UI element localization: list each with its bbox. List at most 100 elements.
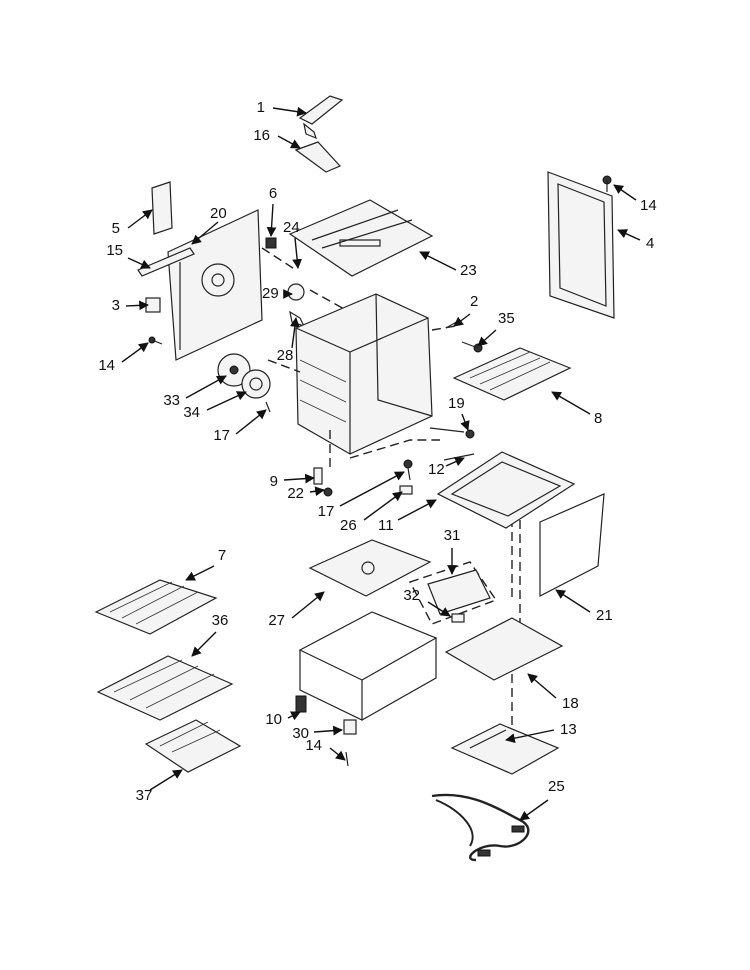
leader-arrow <box>287 711 301 721</box>
callout-p5: 5 <box>112 209 153 237</box>
leader-arrow <box>527 673 557 699</box>
leader-arrow <box>309 486 325 497</box>
callout-p2: 2 <box>453 293 478 327</box>
part-number-label: 37 <box>136 787 153 804</box>
leader-arrow <box>427 601 451 617</box>
leader-arrow <box>127 209 153 229</box>
callout-p3: 3 <box>112 297 149 314</box>
part-25-wire-harness <box>431 793 530 862</box>
leader-arrow <box>292 237 302 269</box>
part-14-screw-left <box>148 336 163 345</box>
part-10-leveler <box>295 695 307 713</box>
callout-p35: 35 <box>477 310 515 347</box>
part-17-screw-upper <box>265 401 271 413</box>
callout-p14a: 14 <box>98 342 149 374</box>
part-37-oven-rack <box>144 719 242 773</box>
callout-p17a: 17 <box>213 409 267 444</box>
part-number-label: 34 <box>183 404 200 421</box>
callout-p33: 33 <box>163 375 227 409</box>
callout-p12: 12 <box>428 457 465 478</box>
part-number-label: 12 <box>428 461 445 478</box>
part-number-label: 6 <box>269 185 277 202</box>
leader-arrow <box>419 251 457 271</box>
leader-arrow <box>505 729 555 743</box>
part-number-label: 19 <box>448 395 465 412</box>
leader-arrow <box>191 221 219 245</box>
callout-p36: 36 <box>191 612 229 657</box>
part-number-label: 2 <box>470 293 478 310</box>
part-number-label: 16 <box>253 127 270 144</box>
callout-p18: 18 <box>527 673 579 712</box>
callout-p14c: 14 <box>305 737 346 761</box>
part-number-label: 33 <box>163 392 180 409</box>
part-21-gasket <box>539 493 605 597</box>
part-number-label: 17 <box>213 427 230 444</box>
part-number-label: 23 <box>460 262 477 279</box>
part-number-label: 24 <box>283 219 300 236</box>
callout-p15: 15 <box>106 242 151 269</box>
part-11-oven-bottom <box>436 451 576 529</box>
part-7-oven-rack <box>94 579 218 635</box>
callout-p21: 21 <box>555 589 613 624</box>
part-1-bracket <box>298 95 344 140</box>
callout-p29: 29 <box>262 285 293 302</box>
part-32-clip <box>451 613 465 623</box>
callout-p25: 25 <box>519 778 565 821</box>
callout-p31: 31 <box>444 527 461 575</box>
part-number-label: 28 <box>277 347 294 364</box>
part-number-label: 36 <box>212 612 229 629</box>
part-number-label: 26 <box>340 517 357 534</box>
callout-p27: 27 <box>268 591 325 629</box>
part-number-label: 14 <box>98 357 115 374</box>
part-34-fan-cover <box>241 369 271 399</box>
part-number-label: 25 <box>548 778 565 795</box>
callout-p11: 11 <box>378 499 437 534</box>
part-number-label: 17 <box>318 503 335 520</box>
part-14-screw-bottom <box>345 751 349 767</box>
part-5-bracket <box>151 181 173 235</box>
part-number-label: 11 <box>378 517 394 534</box>
leader-arrow <box>313 725 343 736</box>
part-number-label: 3 <box>112 297 120 314</box>
leader-arrow <box>185 375 227 399</box>
part-15-rail <box>137 247 195 277</box>
leader-arrow <box>272 106 307 117</box>
part-23-top-plate <box>288 199 434 277</box>
leader-arrow <box>277 135 301 149</box>
callout-p20: 20 <box>191 205 227 245</box>
part-number-label: 18 <box>562 695 579 712</box>
part-number-label: 1 <box>257 99 265 116</box>
leader-arrow <box>519 799 549 821</box>
callout-p6: 6 <box>266 185 277 237</box>
part-12-rod <box>443 453 475 461</box>
leader-arrow <box>617 229 641 241</box>
oven-cavity <box>295 293 433 455</box>
part-number-label: 15 <box>106 242 123 259</box>
part-26-clip <box>399 485 413 495</box>
part-6-switch <box>265 237 277 249</box>
part-number-label: 22 <box>287 485 304 502</box>
leader-arrow <box>266 203 277 237</box>
leader-arrow <box>289 317 300 349</box>
part-36-oven-rack <box>96 655 234 721</box>
part-number-label: 29 <box>262 285 279 302</box>
part-number-label: 5 <box>112 220 120 237</box>
callout-p34: 34 <box>183 391 247 421</box>
leader-arrow <box>397 499 437 521</box>
leader-arrow <box>149 769 183 791</box>
part-number-label: 30 <box>292 725 309 742</box>
part-number-label: 4 <box>646 235 654 252</box>
callout-p7: 7 <box>185 547 226 581</box>
part-27-bottom-plate <box>308 539 432 597</box>
part-number-label: 9 <box>270 473 278 490</box>
part-19-element <box>429 427 475 439</box>
leader-arrow <box>555 589 591 613</box>
part-number-label: 31 <box>444 527 461 544</box>
part-number-label: 14 <box>640 197 657 214</box>
callout-p16: 16 <box>253 127 301 149</box>
callout-p8: 8 <box>551 391 602 427</box>
part-number-label: 20 <box>210 205 227 222</box>
